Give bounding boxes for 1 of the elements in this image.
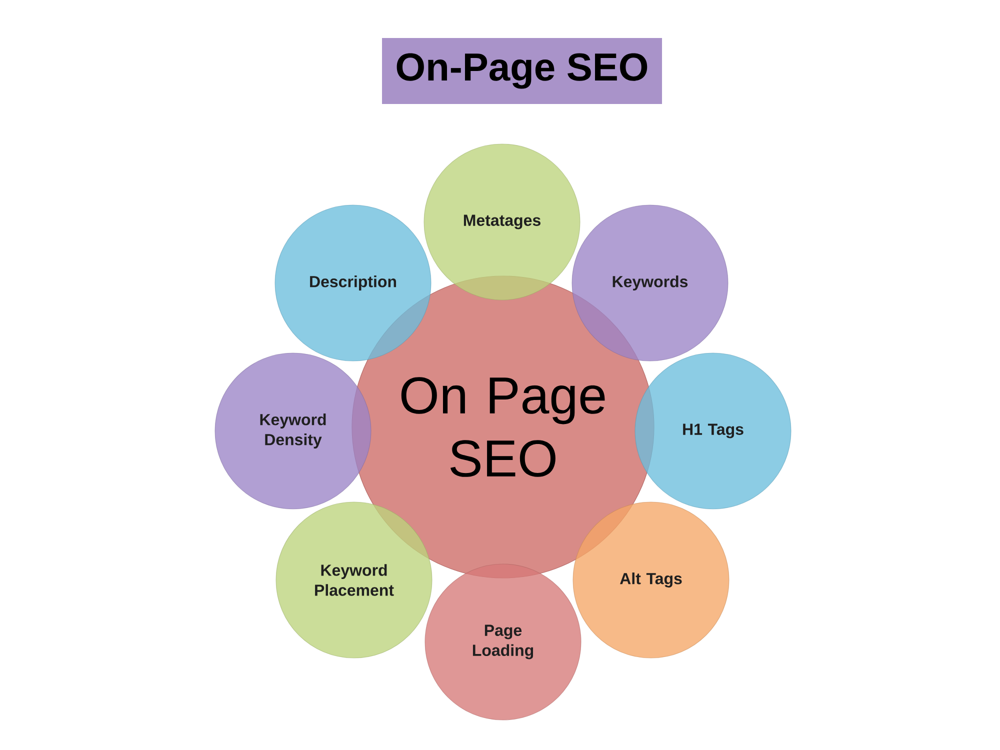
title-banner: On-Page SEO [382, 38, 662, 104]
